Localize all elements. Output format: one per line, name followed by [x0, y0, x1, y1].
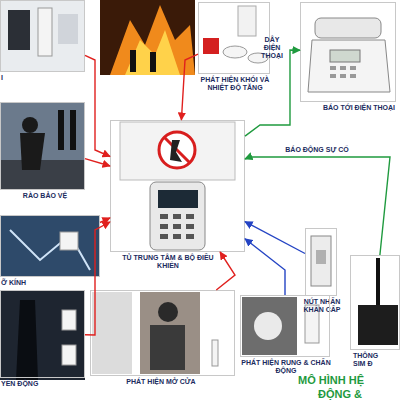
panic-button-box: NÚT NHẤN KHẨN CẤP: [305, 228, 337, 296]
vibration-photo: PHÁT HIỆN RUNG & CHẤN ĐỘNG: [240, 295, 330, 357]
model-title-fragment: MÔ HÌNH HỆ: [298, 374, 364, 386]
motion-photo: YỀN ĐỘNG: [0, 290, 85, 378]
node-caption: YỀN ĐỘNG: [1, 380, 61, 388]
node-caption: PHÁT HIỆN KHÓI VÀ NHIỆT ĐỘ TĂNG: [197, 76, 273, 92]
model-title-fragment: ĐỘNG &: [318, 388, 362, 400]
node-caption: BÁO TỚI ĐIỆN THOẠI: [321, 104, 397, 112]
smoke-detector-box: PHÁT HIỆN KHÓI VÀ NHIỆT ĐỘ TĂNG: [198, 2, 270, 74]
signal-arrow: [245, 50, 300, 136]
signal-arrow: [100, 218, 110, 223]
node-caption: TỦ TRUNG TÂM & BỘ ĐIỀU KHIỂN: [119, 254, 217, 270]
node-caption: RÀO BẢO VỆ: [6, 192, 84, 200]
node-caption: THÔNG SIM Đ: [353, 352, 391, 368]
device-photo: I: [0, 0, 85, 72]
node-caption: PHÁT HIỆN RUNG & CHẤN ĐỘNG: [241, 359, 331, 375]
node-caption: I: [1, 74, 21, 82]
edge-label: BÁO ĐỘNG SỰ CỐ: [262, 146, 372, 154]
signal-arrow: [216, 252, 235, 290]
fence-photo: RÀO BẢO VỆ: [0, 102, 85, 190]
edge-label: DÂY ĐIỆN THOẠI: [256, 36, 288, 60]
gsm-module-box: THÔNG SIM Đ: [350, 255, 400, 350]
signal-arrow: [85, 159, 110, 166]
node-caption: PHÁT HIỆN MỞ CỬA: [111, 378, 211, 386]
signal-arrow: [181, 54, 198, 120]
door-photo: PHÁT HIỆN MỞ CỬA: [90, 290, 235, 376]
signal-arrow: [85, 222, 110, 335]
control-panel-box: TỦ TRUNG TÂM & BỘ ĐIỀU KHIỂN: [110, 120, 245, 252]
signal-arrow: [85, 55, 110, 156]
node-caption: Ỡ KÍNH: [1, 279, 61, 287]
signal-arrow: [245, 157, 390, 255]
node-caption: NÚT NHẤN KHẨN CẤP: [294, 298, 350, 314]
glass-break-photo: Ỡ KÍNH: [0, 215, 100, 277]
phone-box: BÁO TỚI ĐIỆN THOẠI: [300, 2, 396, 102]
signal-arrow: [245, 222, 305, 254]
signal-arrow: [245, 239, 285, 295]
